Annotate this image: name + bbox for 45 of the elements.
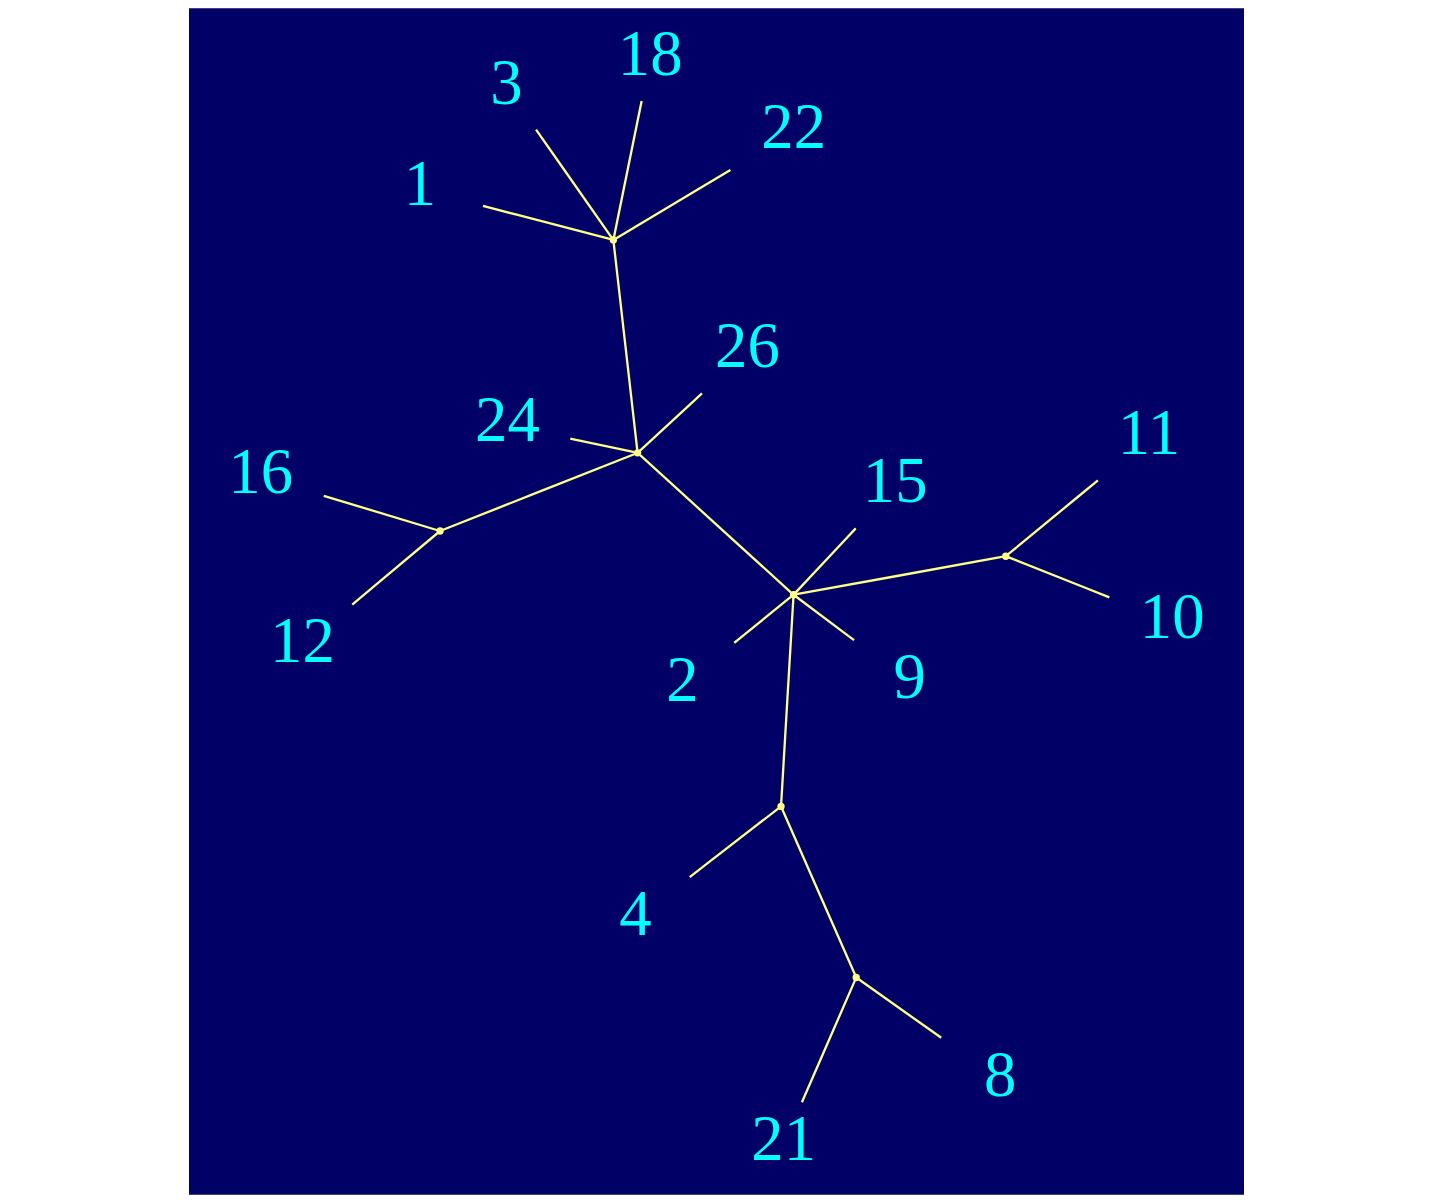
node-text: 10	[1139, 580, 1205, 653]
node-text: 12	[270, 604, 335, 677]
node-text: 9	[893, 639, 926, 712]
connector	[351, 532, 439, 606]
connector	[1007, 556, 1110, 599]
connector	[733, 596, 792, 644]
connector	[1007, 479, 1099, 556]
node-text: 18	[617, 17, 683, 90]
connector	[639, 454, 792, 594]
connector	[781, 808, 857, 976]
node-point	[789, 591, 798, 599]
connector	[570, 437, 635, 454]
connector	[442, 452, 636, 532]
node-point	[777, 802, 785, 811]
node-text: 8	[983, 1037, 1017, 1110]
connector	[796, 555, 1004, 596]
node-point	[852, 973, 860, 982]
connector	[612, 100, 643, 238]
connector	[535, 128, 613, 238]
connector	[858, 978, 942, 1039]
node-text: 22	[761, 89, 827, 162]
node-text: 3	[490, 45, 523, 118]
node-text: 4	[619, 876, 652, 949]
connector	[794, 595, 855, 642]
connector	[323, 494, 438, 532]
node-point	[1002, 552, 1010, 560]
node-text: 16	[228, 434, 294, 507]
node-point	[633, 449, 642, 457]
connector	[638, 392, 703, 452]
connector	[482, 204, 611, 241]
node-text: 26	[715, 309, 780, 382]
node-text: 1	[403, 147, 437, 220]
connector	[800, 979, 857, 1103]
node-text: 21	[751, 1101, 817, 1174]
connector	[689, 807, 780, 878]
connector	[794, 527, 857, 594]
node-text: 11	[1117, 396, 1181, 469]
connector	[780, 597, 795, 804]
connector	[612, 242, 639, 450]
node-point	[436, 527, 444, 535]
connector	[615, 168, 731, 240]
node-text: 2	[666, 642, 699, 715]
node-text: 15	[862, 444, 928, 517]
node-point	[609, 236, 618, 244]
node-text: 24	[475, 383, 540, 456]
